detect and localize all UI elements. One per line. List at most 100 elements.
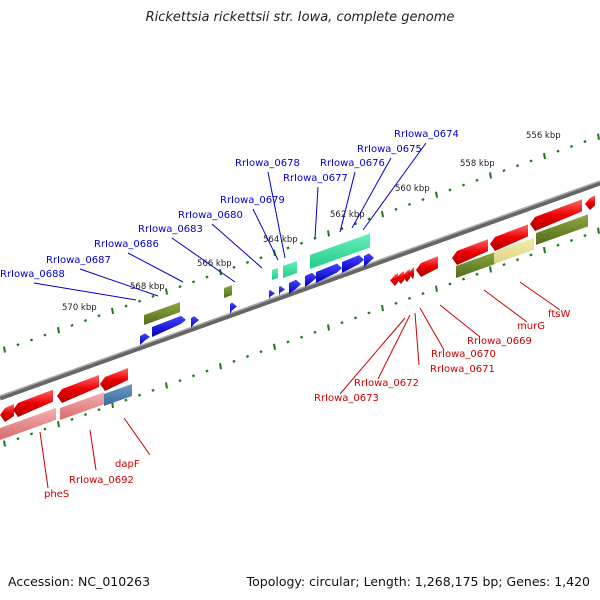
green-feature[interactable] — [536, 214, 588, 245]
green-feature[interactable] — [456, 251, 496, 278]
scale-tick — [556, 149, 560, 153]
forward-gene[interactable] — [305, 272, 317, 287]
forward-gene-label[interactable]: RrIowa_0687 — [46, 255, 111, 266]
forward-gene[interactable] — [289, 279, 301, 294]
teal-feature[interactable] — [310, 233, 370, 270]
forward-gene[interactable] — [364, 253, 374, 267]
reverse-gene[interactable] — [585, 195, 595, 210]
scale-tick — [57, 421, 60, 428]
teal-feature[interactable] — [272, 267, 278, 280]
forward-gene[interactable] — [269, 289, 275, 300]
scale-tick — [569, 238, 574, 242]
scale-tick — [556, 243, 560, 247]
scale-tick — [111, 307, 114, 315]
forward-gene[interactable] — [316, 263, 342, 283]
scale-tick — [151, 388, 155, 392]
reverse-gene-label[interactable]: dapF — [115, 459, 140, 470]
forward-gene-label[interactable]: RrIowa_0686 — [94, 239, 159, 250]
label-leader-line — [171, 237, 236, 283]
forward-gene-label[interactable]: RrIowa_0680 — [178, 210, 243, 221]
forward-gene-label[interactable]: RrIowa_0677 — [283, 173, 348, 184]
forward-gene[interactable] — [191, 316, 199, 328]
reverse-gene-label[interactable]: RrIowa_0673 — [314, 393, 379, 404]
forward-gene-label[interactable]: RrIowa_0688 — [0, 269, 65, 280]
steel-feature[interactable] — [104, 383, 132, 406]
reverse-gene[interactable] — [13, 389, 53, 417]
reverse-gene-label[interactable]: RrIowa_0670 — [431, 349, 496, 360]
scale-tick — [178, 379, 182, 383]
forward-labels: RrIowa_0674RrIowa_0675RrIowa_0676RrIowa_… — [0, 129, 459, 280]
reverse-gene[interactable] — [402, 269, 410, 282]
reverse-gene-label[interactable]: pheS — [44, 489, 69, 500]
scale-tick — [529, 253, 533, 257]
scale-label: 566 kbp — [197, 259, 232, 269]
reverse-gene[interactable] — [490, 224, 528, 251]
reverse-gene[interactable] — [390, 273, 398, 286]
scale-tick — [245, 354, 250, 359]
label-leader-line — [439, 304, 481, 338]
green-feature[interactable] — [224, 285, 232, 298]
forward-gene[interactable] — [140, 333, 150, 345]
reverse-gene[interactable] — [0, 403, 14, 422]
scale-tick — [367, 217, 371, 221]
reverse-gene[interactable] — [396, 271, 404, 284]
scale-label: 556 kbp — [526, 131, 561, 141]
genome-backbone-highlight — [0, 180, 600, 397]
teal-feature[interactable] — [283, 260, 297, 278]
label-leader-line — [519, 281, 561, 311]
genome-backbone — [0, 180, 600, 401]
scale-tick — [57, 327, 60, 334]
scale-tick — [165, 382, 168, 389]
reverse-gene[interactable] — [452, 239, 488, 265]
scale-tick — [435, 191, 438, 198]
forward-gene-label[interactable]: RrIowa_0676 — [320, 158, 385, 169]
forward-gene[interactable] — [279, 285, 285, 296]
yellow-feature[interactable] — [494, 237, 534, 264]
forward-gene-label[interactable]: RrIowa_0679 — [220, 195, 285, 206]
scale-tick — [543, 246, 546, 254]
forward-gene-label[interactable]: RrIowa_0674 — [394, 129, 459, 140]
reverse-gene-pink[interactable] — [0, 407, 56, 440]
scale-tick — [191, 374, 196, 378]
label-leader-line — [123, 417, 151, 456]
reverse-gene[interactable] — [416, 256, 438, 277]
scale-tick — [407, 296, 412, 301]
label-leader-line — [419, 307, 445, 351]
reverse-gene-pink[interactable] — [60, 392, 104, 420]
scale-tick — [70, 417, 74, 421]
scale-label: 558 kbp — [460, 159, 495, 169]
reverse-gene-label[interactable]: ftsW — [548, 309, 570, 320]
scale-tick — [151, 294, 155, 298]
forward-gene[interactable] — [152, 315, 186, 337]
label-leader-line — [252, 208, 279, 261]
forward-gene[interactable] — [230, 302, 237, 314]
reverse-gene-label[interactable]: RrIowa_0671 — [430, 364, 495, 375]
reverse-gene-label[interactable]: RrIowa_0692 — [69, 475, 134, 486]
scale-tick — [286, 246, 290, 250]
green-feature[interactable] — [144, 302, 180, 325]
forward-gene-label[interactable]: RrIowa_0675 — [357, 144, 422, 155]
scale-tick — [43, 427, 47, 431]
label-leader-line — [127, 252, 184, 283]
forward-gene[interactable] — [342, 255, 364, 273]
scale-tick — [327, 230, 330, 237]
reverse-gene-label[interactable]: RrIowa_0672 — [354, 378, 419, 389]
scale-tick — [394, 207, 398, 211]
scale-tick — [299, 335, 304, 339]
reverse-gene[interactable] — [57, 374, 99, 403]
scale-label: 568 kbp — [130, 282, 165, 292]
forward-gene-label[interactable]: RrIowa_0683 — [138, 224, 203, 235]
reverse-gene-label[interactable]: murG — [517, 321, 545, 332]
scale-tick — [137, 299, 142, 303]
scale-tick — [137, 393, 142, 397]
scale-tick — [435, 285, 438, 292]
reverse-gene[interactable] — [530, 199, 582, 231]
scale-label: 564 kbp — [263, 235, 298, 245]
scale-tick — [83, 412, 88, 417]
scale-tick — [245, 260, 250, 265]
forward-gene-label[interactable]: RrIowa_0678 — [235, 158, 300, 169]
reverse-gene-label[interactable]: RrIowa_0669 — [467, 336, 532, 347]
reverse-gene[interactable] — [408, 266, 414, 279]
reverse-gene[interactable] — [100, 367, 128, 391]
